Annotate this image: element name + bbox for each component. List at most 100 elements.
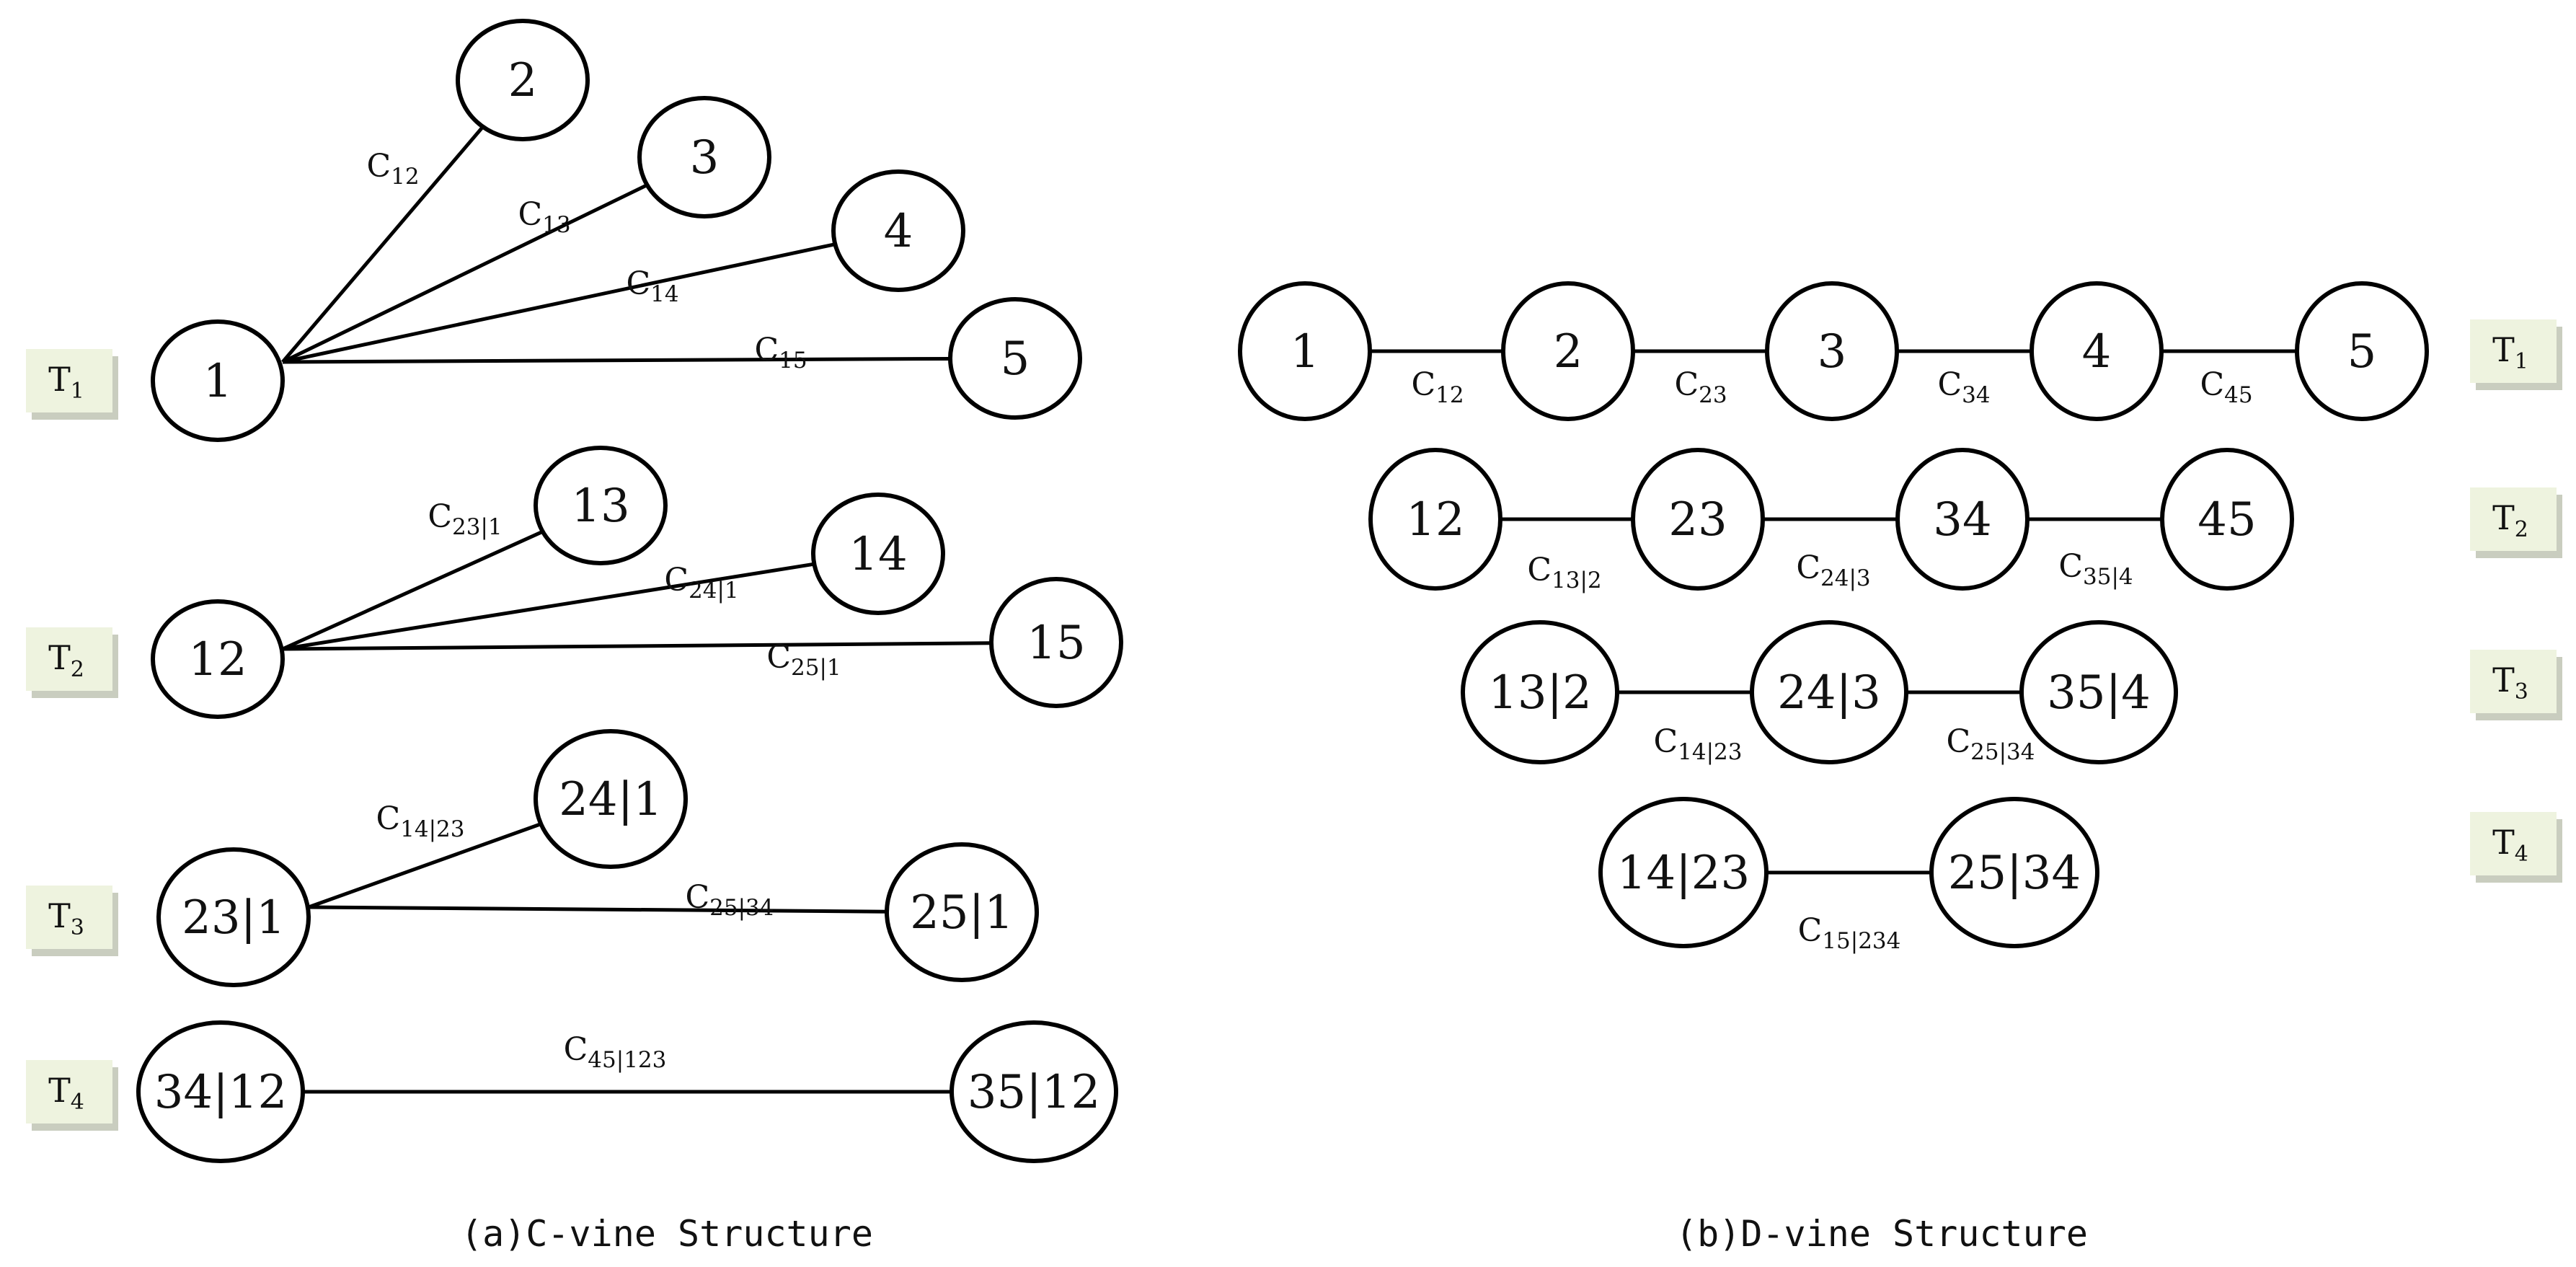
d-edge-label: C24|3 [1796, 549, 1870, 591]
c-edge-label: C24|1 [664, 562, 738, 604]
c-edge-label: C14 [626, 265, 678, 307]
d-node-circle [1368, 448, 1502, 591]
c-node-label: 12 [188, 633, 247, 687]
d-node: 3 [1765, 281, 1899, 421]
d-edge-label: C25|34 [1946, 723, 2035, 765]
d-vine-edges [1370, 349, 2297, 875]
c-edge-label: C25|1 [766, 639, 841, 681]
d-node-label: 25|34 [1948, 847, 2081, 900]
c-edge-line [281, 529, 544, 651]
c-vine-level-tag: T2 [26, 627, 118, 698]
c-edge-label: C23|1 [428, 498, 502, 540]
c-node-label: 13 [571, 480, 629, 533]
d-node: 34 [1895, 448, 2030, 591]
d-node-circle [2295, 281, 2429, 421]
d-vine-level-tag: T3 [2470, 650, 2562, 720]
c-node-circle [831, 169, 965, 292]
c-node-circle [151, 599, 285, 719]
c-node: 4 [831, 169, 965, 292]
c-edge-label: C13 [518, 196, 570, 238]
c-node-circle [534, 729, 688, 869]
c-vine-level-tag-label: T2 [48, 638, 84, 682]
d-edge-label: C15|234 [1798, 912, 1901, 954]
c-node-label: 23|1 [182, 891, 286, 945]
c-node: 14 [811, 493, 945, 615]
c-node-label: 35|12 [968, 1066, 1100, 1119]
c-node-circle [950, 1020, 1118, 1163]
d-vine-level-tag: T2 [2470, 487, 2562, 558]
c-node-circle [948, 297, 1082, 420]
c-edge-label: C12 [366, 148, 419, 190]
d-node-label: 24|3 [1777, 666, 1881, 720]
d-node: 35|4 [2019, 620, 2178, 764]
d-node-circle [1461, 620, 1619, 764]
d-edge-label: C35|4 [2058, 548, 2133, 590]
d-node: 13|2 [1461, 620, 1619, 764]
d-node: 1 [1238, 281, 1372, 421]
c-node: 3 [637, 96, 771, 218]
c-node-label: 3 [690, 131, 720, 185]
c-edge-line [308, 905, 888, 914]
c-node: 25|1 [885, 842, 1039, 982]
c-edge-line [282, 562, 815, 651]
d-node-circle [2030, 281, 2164, 421]
d-node: 24|3 [1750, 620, 1908, 764]
c-vine-edge-labels: C12C13C14C15C23|1C24|1C25|1C14|23C25|34C… [366, 148, 841, 1073]
c-edge-line [282, 242, 836, 364]
c-edge-label: C25|34 [685, 879, 774, 921]
c-node-circle [534, 446, 668, 565]
c-node-label: 34|12 [154, 1066, 287, 1119]
d-node-circle [2160, 448, 2294, 591]
c-vine-level-tag-label: T1 [48, 360, 84, 404]
d-node: 4 [2030, 281, 2164, 421]
d-node: 23 [1631, 448, 1765, 591]
d-vine-caption: (b)D-vine Structure [1676, 1213, 2088, 1255]
d-edge-label: C14|23 [1653, 723, 1742, 765]
c-node: 13 [534, 446, 668, 565]
d-node: 2 [1501, 281, 1635, 421]
c-node: 15 [989, 577, 1123, 708]
c-vine-level-tag: T1 [26, 349, 118, 420]
d-vine-level-tag: T4 [2470, 812, 2562, 883]
d-vine-level-tag-label: T4 [2492, 823, 2528, 867]
d-node-circle [1598, 797, 1769, 948]
d-vine-level-tag-label: T3 [2492, 661, 2528, 705]
c-node: 34|12 [136, 1020, 305, 1163]
d-node-circle [1238, 281, 1372, 421]
d-node-label: 45 [2197, 493, 2256, 547]
c-edge-label: C14|23 [376, 800, 464, 842]
d-node-circle [1631, 448, 1765, 591]
c-node-label: 5 [1001, 332, 1030, 386]
c-node-circle [136, 1020, 305, 1163]
d-edge-label: C34 [1937, 366, 1990, 408]
d-vine-level-tag-label: T2 [2492, 498, 2528, 542]
c-node-circle [151, 319, 285, 442]
d-edge-label: C45 [2200, 366, 2252, 408]
c-node: 1 [151, 319, 285, 442]
d-node-label: 5 [2347, 325, 2377, 379]
c-node-label: 14 [849, 528, 907, 581]
d-node-circle [1765, 281, 1899, 421]
c-edge-label: C15 [754, 332, 807, 374]
c-node-circle [811, 493, 945, 615]
c-edge-line [281, 183, 648, 364]
d-node-label: 4 [2082, 325, 2112, 379]
d-vine-level-tag-label: T1 [2492, 330, 2528, 374]
d-node: 25|34 [1929, 797, 2099, 948]
c-node-circle [637, 96, 771, 218]
d-node-label: 2 [1554, 325, 1583, 379]
d-edge-label: C13|2 [1527, 552, 1601, 593]
d-node-circle [1895, 448, 2030, 591]
d-node: 5 [2295, 281, 2429, 421]
c-node-label: 4 [884, 205, 913, 258]
d-node-label: 13|2 [1488, 666, 1592, 720]
c-node-circle [989, 577, 1123, 708]
d-node-label: 14|23 [1617, 847, 1750, 900]
c-edge-line [281, 125, 484, 363]
d-node-label: 3 [1818, 325, 1847, 379]
